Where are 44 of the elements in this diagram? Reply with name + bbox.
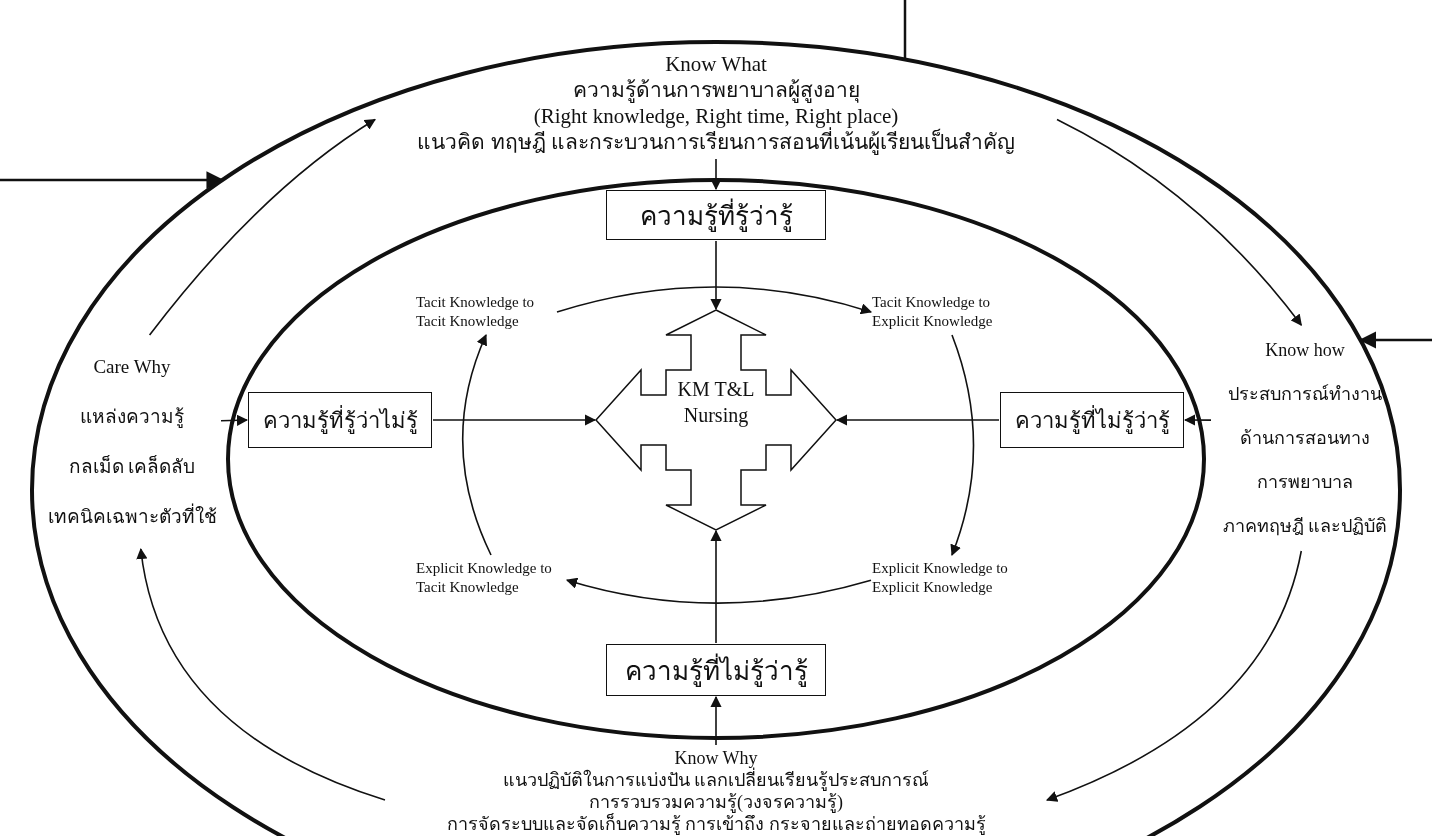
curved-arrow bbox=[1056, 118, 1303, 326]
arrow bbox=[710, 695, 722, 746]
body-text: กลเม็ด เคล็ดลับ bbox=[67, 454, 197, 479]
concept-box: ความรู้ที่รู้ว่าไม่รู้ bbox=[248, 392, 432, 448]
arrow bbox=[710, 240, 722, 311]
body-text: ด้านการสอนทาง bbox=[1239, 427, 1371, 450]
concept-box: ความรู้ที่ไม่รู้ว่ารู้ bbox=[1000, 392, 1184, 448]
concept-box: ความรู้ที่ไม่รู้ว่ารู้ bbox=[606, 644, 826, 696]
curved-arrow bbox=[461, 333, 492, 556]
body-text: การจัดระบบและจัดเก็บความรู้ การเข้าถึง กระจายและถ่ายทอดความรู้ bbox=[445, 813, 987, 835]
body-text: แนวปฏิบัติในการแบ่งปัน แลกเปลี่ยนเรียนรู้ประสบการณ์ bbox=[386, 769, 1046, 791]
body-text: เทคนิคเฉพาะตัวที่ใช้ bbox=[44, 492, 220, 542]
body-text: (Right knowledge, Right time, Right place) bbox=[532, 103, 899, 128]
conversion-label: Tacit Knowledge to Tacit Knowledge bbox=[416, 293, 536, 331]
body-text: ประสบการณ์ทำงาน bbox=[1227, 383, 1383, 406]
curved-arrow bbox=[148, 118, 376, 336]
body-text: แนวคิด ทฤษฎี และกระบวนการเรียนการสอนที่เน้นผู้เรียนเป็นสำคัญ bbox=[376, 129, 1056, 155]
curved-arrow bbox=[1045, 550, 1303, 802]
body-text: การรวบรวมความรู้(วงจรความรู้) bbox=[589, 791, 844, 813]
arrow bbox=[432, 414, 597, 426]
heading-text: Know What bbox=[664, 51, 768, 77]
curved-arrow bbox=[136, 547, 386, 801]
arrow bbox=[710, 158, 722, 191]
body-text: ความรู้ด้านการพยาบาลผู้สูงอายุ bbox=[571, 77, 861, 103]
arrow bbox=[835, 414, 1000, 426]
body-text: ภาคทฤษฎี และปฏิบัติ bbox=[1221, 515, 1389, 538]
arrow bbox=[220, 414, 249, 426]
conversion-label: Tacit Knowledge to Explicit Knowledge bbox=[872, 293, 994, 331]
heading-text: Know how bbox=[1264, 339, 1346, 362]
conversion-label: Explicit Knowledge to Explicit Knowledge bbox=[872, 559, 1009, 597]
heading-text: Know Why bbox=[673, 747, 758, 768]
body-text: การพยาบาล bbox=[1256, 471, 1354, 494]
concept-box: ความรู้ที่รู้ว่ารู้ bbox=[606, 190, 826, 240]
arrow bbox=[0, 171, 224, 189]
curved-arrow bbox=[556, 286, 873, 315]
arrow bbox=[710, 529, 722, 644]
heading-text: Care Why bbox=[92, 355, 172, 379]
body-text: แหล่งความรู้ bbox=[79, 405, 185, 430]
center-label: KM T&L Nursing bbox=[676, 377, 756, 428]
connector-line bbox=[903, 0, 907, 60]
curved-arrow bbox=[565, 577, 872, 604]
conversion-label: Explicit Knowledge to Tacit Knowledge bbox=[416, 559, 553, 597]
curved-arrow bbox=[950, 334, 975, 557]
arrow bbox=[1183, 414, 1212, 426]
